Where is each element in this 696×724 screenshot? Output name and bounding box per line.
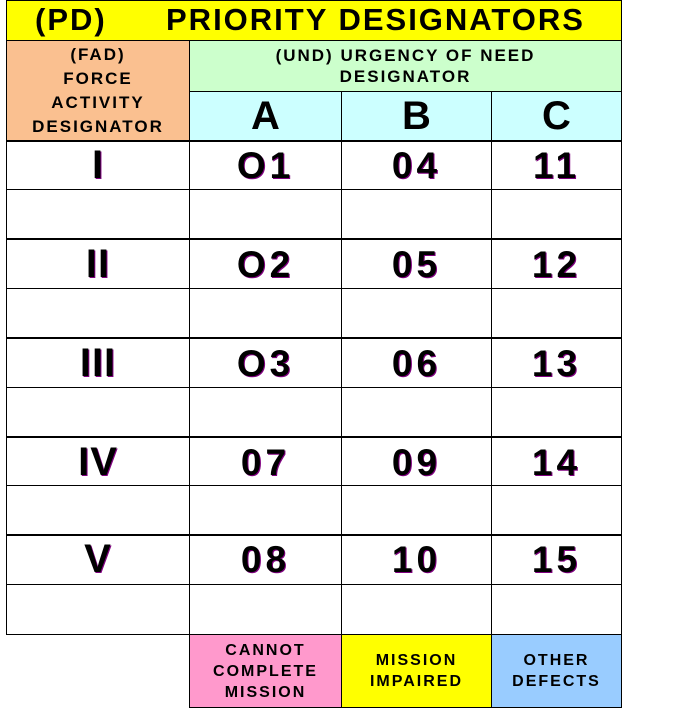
column-divider — [6, 141, 7, 635]
fad-roman-numeral: III — [79, 341, 117, 385]
fad-roman-numeral: I — [91, 143, 105, 187]
column-header-b: B — [341, 91, 492, 141]
fad-roman-numeral: IV — [78, 440, 118, 484]
und-header-line: (UND) URGENCY OF NEED — [275, 46, 536, 65]
priority-cell: 15 — [531, 538, 582, 580]
legend-cannot-complete-mission: CANNOT COMPLETE MISSION — [189, 634, 342, 708]
column-divider — [189, 141, 190, 635]
row-divider — [6, 584, 622, 585]
row-divider — [6, 534, 622, 536]
priority-cell: O2 — [236, 243, 295, 285]
priority-cell: 04 — [391, 144, 442, 186]
legend-line: OTHER — [523, 652, 590, 669]
priority-cell: O1 — [236, 144, 295, 186]
column-divider — [491, 141, 492, 635]
row-divider — [6, 436, 622, 438]
legend-line: MISSION — [224, 683, 307, 701]
legend-line: COMPLETE — [213, 662, 318, 680]
priority-cell: 05 — [391, 243, 442, 285]
column-header-c: C — [491, 91, 622, 141]
title-prefix: (PD) — [35, 2, 107, 37]
priority-cell: O3 — [236, 342, 295, 384]
und-header-line: DESIGNATOR — [339, 67, 472, 86]
fad-header-line: FORCE — [63, 68, 133, 88]
row-divider — [6, 387, 622, 388]
priority-cell: 13 — [531, 342, 582, 384]
fad-roman-numeral: V — [84, 537, 112, 581]
legend-other-defects: OTHER DEFECTS — [491, 634, 622, 708]
priority-cell: 10 — [391, 538, 442, 580]
priority-cell: 08 — [240, 538, 291, 580]
und-header: (UND) URGENCY OF NEED DESIGNATOR — [189, 40, 622, 92]
legend-line: DEFECTS — [512, 673, 601, 690]
priority-cell: 12 — [531, 243, 582, 285]
title-main: PRIORITY DESIGNATORS — [166, 2, 585, 37]
priority-cell: 09 — [391, 441, 442, 483]
page-title: (PD) PRIORITY DESIGNATORS — [6, 0, 622, 41]
row-divider — [6, 189, 622, 190]
legend-line: MISSION — [375, 652, 458, 669]
legend-line: IMPAIRED — [369, 673, 464, 690]
row-divider — [6, 485, 622, 486]
fad-roman-numeral: II — [85, 242, 111, 286]
fad-header-line: (FAD) — [70, 44, 126, 64]
priority-cell: 06 — [391, 342, 442, 384]
row-divider — [6, 140, 622, 142]
priority-cell: 14 — [531, 441, 582, 483]
legend-mission-impaired: MISSION IMPAIRED — [341, 634, 492, 708]
row-divider — [6, 288, 622, 289]
priority-cell: 11 — [532, 144, 581, 186]
fad-header-line: DESIGNATOR — [32, 116, 164, 136]
fad-header: (FAD) FORCE ACTIVITY DESIGNATOR — [6, 40, 190, 141]
legend-line: CANNOT — [225, 641, 306, 659]
column-header-a: A — [189, 91, 342, 141]
row-divider — [6, 238, 622, 240]
column-divider — [621, 141, 622, 635]
fad-header-line: ACTIVITY — [51, 92, 145, 112]
row-divider — [6, 337, 622, 339]
column-divider — [341, 141, 342, 635]
priority-cell: 07 — [240, 441, 291, 483]
